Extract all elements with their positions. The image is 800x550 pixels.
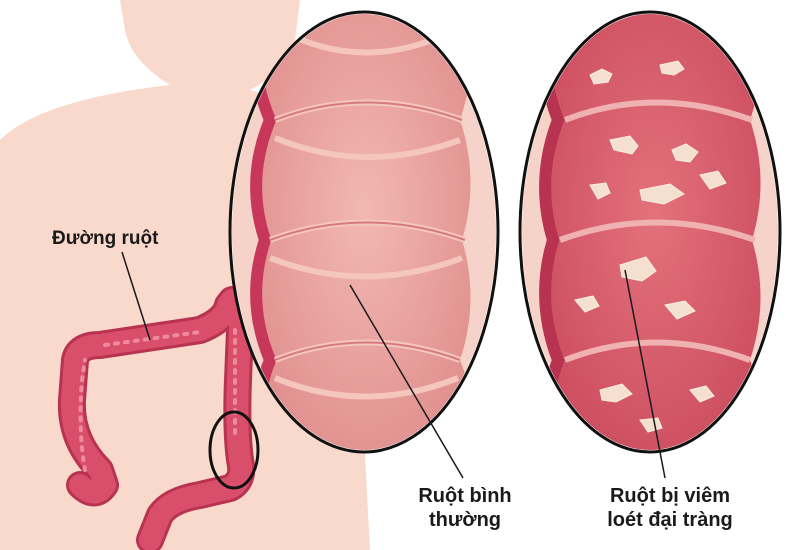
highlight-circle	[208, 410, 260, 490]
colon-diagram	[57, 286, 256, 550]
leader-line-tract	[121, 251, 151, 341]
normal-intestine-line-1: Ruột bình	[418, 485, 512, 507]
ulcerative-colitis-label: Ruột bị viêm loét đại tràng	[590, 484, 750, 532]
intestinal-tract-text: Đường ruột	[52, 228, 159, 249]
normal-intestine-line-2: thường	[428, 509, 501, 531]
ulcerative-colitis-view	[518, 10, 782, 454]
intestinal-tract-label: Đường ruột	[52, 228, 158, 251]
ulcerative-colitis-line-2: loét đại tràng	[607, 509, 733, 531]
leader-line-ulcer	[624, 269, 666, 479]
normal-intestine-label: Ruột bình thường	[400, 484, 530, 532]
ulcerative-colitis-line-1: Ruột bị viêm	[609, 485, 730, 507]
normal-intestine-view	[228, 10, 500, 454]
leader-line-normal	[349, 284, 464, 479]
